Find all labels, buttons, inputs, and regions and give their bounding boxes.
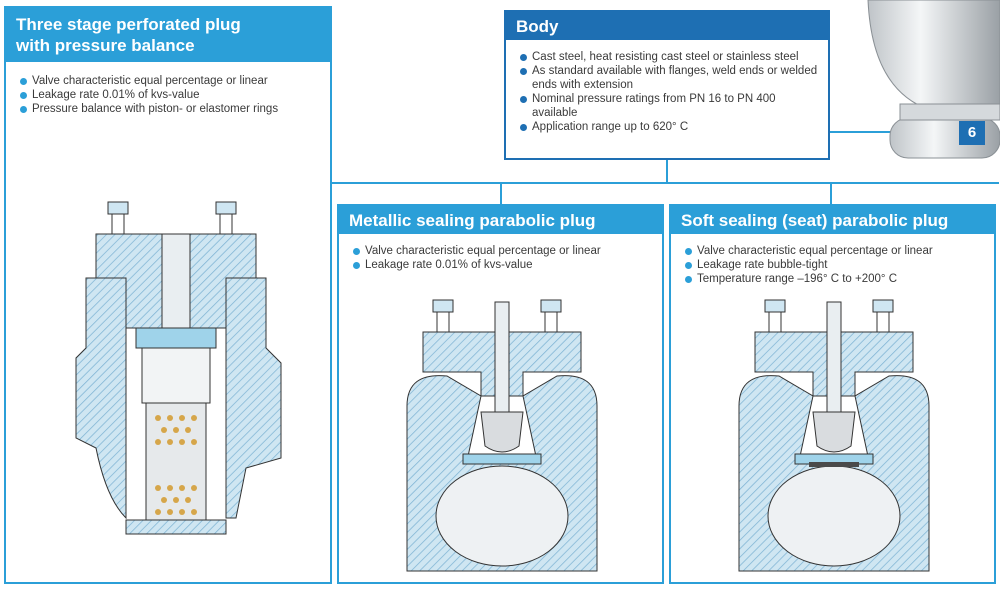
three-stage-title-line2: with pressure balance: [16, 36, 195, 55]
perforations: [155, 415, 197, 515]
list-item: Leakage rate 0.01% of kvs-value: [351, 258, 652, 272]
bolt-right-icon: [872, 299, 894, 333]
body-bullets: Cast steel, heat resisting cast steel or…: [506, 40, 828, 134]
callout-number-badge: 6: [959, 121, 985, 145]
bolt-left-icon: [107, 201, 129, 235]
connector-horizontal: [332, 182, 999, 184]
list-item: Temperature range –196° C to +200° C: [683, 272, 984, 286]
body-panel: Body Cast steel, heat resisting cast ste…: [504, 10, 830, 160]
perforated-plug-valve-diagram: [75, 201, 282, 535]
metallic-bullets: Valve characteristic equal percentage or…: [339, 234, 662, 272]
three-stage-title: Three stage perforated plug with pressur…: [6, 8, 330, 62]
list-item: Valve characteristic equal percentage or…: [351, 244, 652, 258]
soft-panel: Soft sealing (seat) parabolic plug Valve…: [669, 204, 996, 584]
list-item: Cast steel, heat resisting cast steel or…: [518, 50, 818, 64]
valve-body-graphic: [867, 0, 1000, 159]
body-title: Body: [506, 12, 828, 40]
list-item: Valve characteristic equal percentage or…: [683, 244, 984, 258]
soft-title: Soft sealing (seat) parabolic plug: [671, 206, 994, 234]
bolt-left-icon: [764, 299, 786, 333]
connector-metallic: [500, 182, 502, 204]
three-stage-panel: Three stage perforated plug with pressur…: [4, 6, 332, 584]
list-item: Pressure balance with piston- or elastom…: [18, 102, 320, 116]
bolt-right-icon: [215, 201, 237, 235]
list-item: As standard available with flanges, weld…: [518, 64, 818, 92]
metallic-plug-valve-diagram: [406, 299, 598, 572]
connector-soft: [830, 182, 832, 204]
three-stage-title-line1: Three stage perforated plug: [16, 15, 241, 34]
list-item: Nominal pressure ratings from PN 16 to P…: [518, 92, 818, 120]
three-stage-bullets: Valve characteristic equal percentage or…: [6, 62, 330, 116]
list-item: Leakage rate bubble-tight: [683, 258, 984, 272]
list-item: Application range up to 620° C: [518, 120, 818, 134]
list-item: Leakage rate 0.01% of kvs-value: [18, 88, 320, 102]
metallic-panel: Metallic sealing parabolic plug Valve ch…: [337, 204, 664, 584]
list-item: Valve characteristic equal percentage or…: [18, 74, 320, 88]
soft-bullets: Valve characteristic equal percentage or…: [671, 234, 994, 286]
bolt-right-icon: [540, 299, 562, 333]
soft-plug-valve-diagram: [738, 299, 930, 572]
connector-body-down: [666, 158, 668, 184]
metallic-title: Metallic sealing parabolic plug: [339, 206, 662, 234]
bolt-left-icon: [432, 299, 454, 333]
